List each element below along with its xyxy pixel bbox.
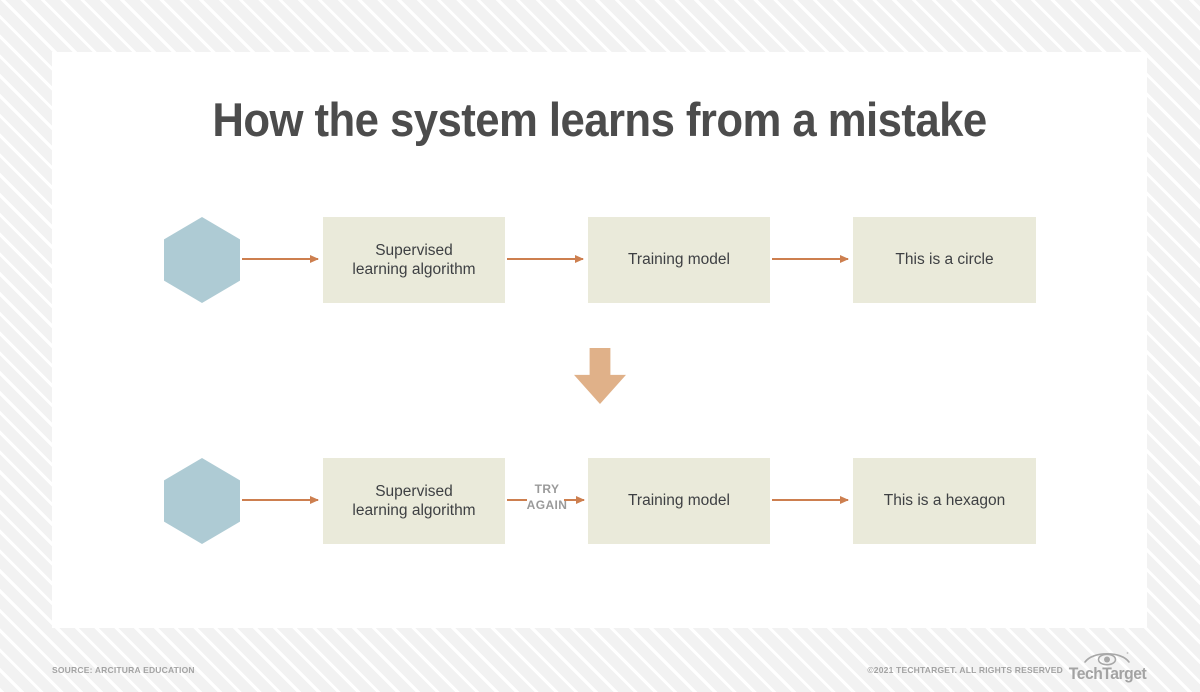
arrow-hexagon-to-algorithm: [242, 254, 319, 263]
step-box-line: Supervised learning algorithm: [352, 241, 476, 278]
arrow-segment-right: [564, 495, 585, 504]
hexagon-shape: [164, 458, 240, 544]
step-box-supervised-learning-algorithm: Supervised learning algorithm: [323, 458, 505, 544]
copyright-notice: ©2021 TECHTARGET. ALL RIGHTS RESERVED: [867, 665, 1063, 675]
infographic-card: How the system learns from a mistake Sup…: [52, 52, 1147, 628]
techtarget-wordmark: TechTarget: [1068, 665, 1147, 683]
hexagon-shape: [164, 217, 240, 303]
source-attribution: SOURCE: ARCITURA EDUCATION: [52, 665, 195, 675]
step-box-training-model: Training model: [588, 217, 770, 303]
arrow-segment-left: [507, 499, 527, 501]
arrow-algorithm-to-training-model: [507, 254, 584, 263]
arrow-training-model-to-result: [772, 254, 849, 263]
step-box-supervised-learning-algorithm: Supervised learning algorithm: [323, 217, 505, 303]
page-title: How the system learns from a mistake: [212, 93, 987, 146]
eye-icon: [1084, 652, 1130, 666]
flow-row-initial-attempt: Supervised learning algorithm Training m…: [52, 214, 1147, 306]
step-box-result-circle: This is a circle: [853, 217, 1036, 303]
step-box-result-hexagon: This is a hexagon: [853, 458, 1036, 544]
arrow-hexagon-to-algorithm: [242, 495, 319, 504]
footer: SOURCE: ARCITURA EDUCATION ©2021 TECHTAR…: [0, 652, 1200, 692]
connector-label-try-again: TRY AGAIN: [526, 482, 568, 513]
step-box-training-model: Training model: [588, 458, 770, 544]
arrow-training-model-to-result: [772, 495, 849, 504]
flow-row-retry-attempt: Supervised learning algorithm TRY AGAIN …: [52, 455, 1147, 547]
step-box-line: Supervised learning algorithm: [352, 482, 476, 519]
down-arrow-icon: [574, 348, 626, 404]
techtarget-logo: TechTarget: [1065, 648, 1150, 692]
